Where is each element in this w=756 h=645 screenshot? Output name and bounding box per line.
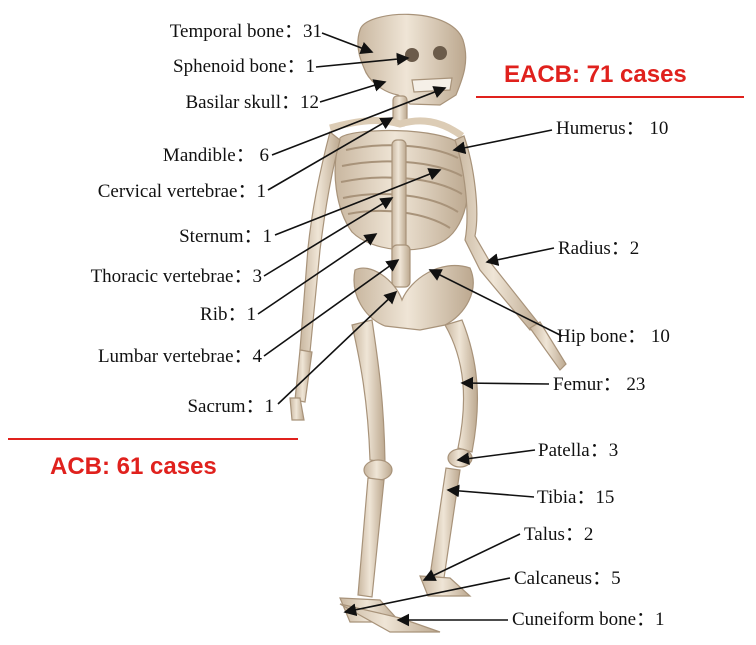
label-sternum: Sternum：1 xyxy=(179,226,272,248)
label-sacrum: Sacrum：1 xyxy=(187,396,274,418)
label-patella: Patella：3 xyxy=(538,440,618,462)
label-talus: Talus：2 xyxy=(524,524,593,546)
label-lumbar-vertebrae: Lumbar vertebrae：4 xyxy=(98,346,262,368)
label-calcaneus: Calcaneus：5 xyxy=(514,568,621,590)
label-hip-bone: Hip bone： 10 xyxy=(557,326,670,348)
eacb-divider xyxy=(476,96,744,98)
label-cervical-vertebrae: Cervical vertebrae：1 xyxy=(98,181,266,203)
label-cuneiform-bone: Cuneiform bone：1 xyxy=(512,609,665,631)
label-femur: Femur： 23 xyxy=(553,374,645,396)
label-basilar-skull: Basilar skull：12 xyxy=(185,92,319,114)
eacb-heading: EACB: 71 cases xyxy=(504,61,687,89)
acb-divider xyxy=(8,438,298,440)
label-temporal-bone: Temporal bone：31 xyxy=(170,21,322,43)
label-mandible: Mandible： 6 xyxy=(163,145,269,167)
right-femur-shape xyxy=(445,320,477,452)
label-tibia: Tibia：15 xyxy=(537,487,614,509)
label-humerus: Humerus： 10 xyxy=(556,118,668,140)
label-rib: Rib：1 xyxy=(200,304,256,326)
acb-heading: ACB: 61 cases xyxy=(50,453,217,481)
label-sphenoid-bone: Sphenoid bone：1 xyxy=(173,56,315,78)
left-femur-shape xyxy=(352,320,385,462)
label-radius: Radius：2 xyxy=(558,238,639,260)
label-thoracic-vertebrae: Thoracic vertebrae：3 xyxy=(91,266,262,288)
